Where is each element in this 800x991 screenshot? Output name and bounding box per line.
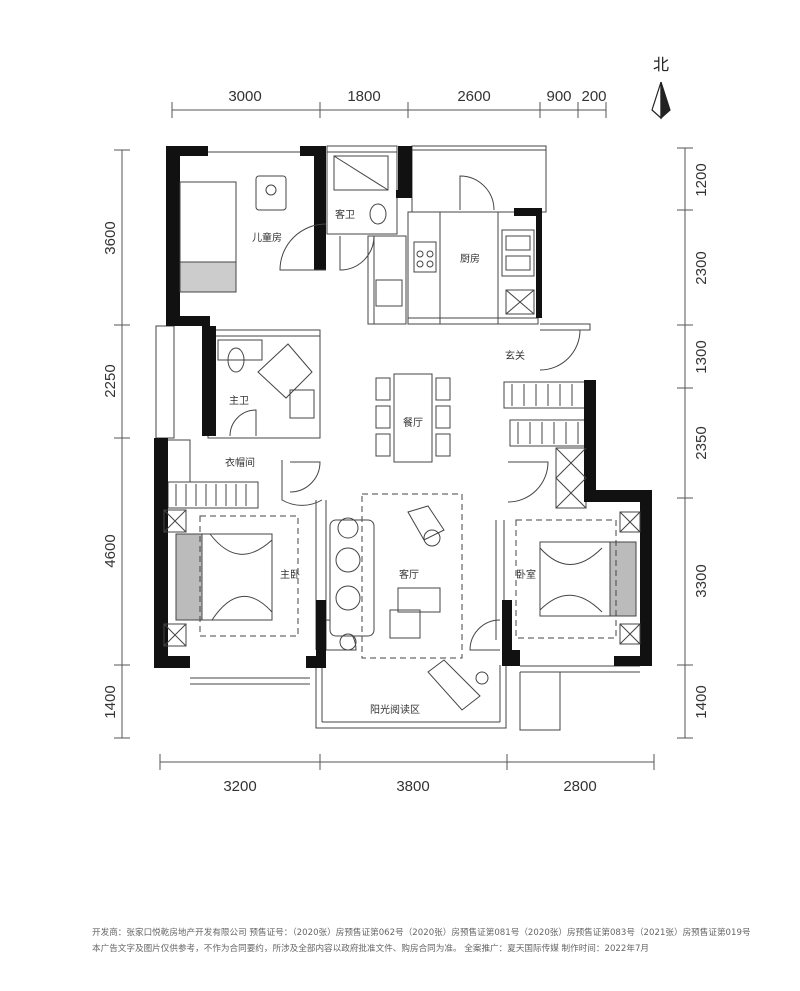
sofa [329, 493, 463, 659]
north-label: 北 [653, 55, 669, 74]
dim-right-2: 2300 [693, 251, 710, 284]
room-label-master-bedroom: 主卧 [280, 568, 300, 581]
doors [229, 175, 581, 651]
dim-right-3: 1300 [693, 340, 710, 373]
dim-left-3: 4600 [102, 534, 119, 567]
bedroom-bed [515, 511, 641, 645]
room-label-entrance: 玄关 [505, 349, 525, 362]
dim-left-1: 3600 [102, 221, 119, 254]
room-label-walk-in-closet: 衣帽间 [225, 456, 255, 469]
dim-top-4: 900 [546, 88, 571, 105]
dim-bottom-2: 3800 [396, 778, 429, 795]
dim-left-2: 2250 [102, 364, 119, 397]
north-arrow: 北 [651, 55, 671, 120]
reading-chair [427, 659, 489, 711]
dim-top-5: 200 [581, 88, 606, 105]
footer-disclaimer-line: 本广告文字及图片仅供参考，不作为合同要约，所涉及全部内容以政府批准文件、购房合同… [92, 944, 650, 954]
dim-top-3: 2600 [457, 88, 490, 105]
furniture [163, 155, 641, 711]
kids-bed [179, 175, 287, 293]
bath-fixtures [217, 155, 403, 419]
room-label-kitchen: 厨房 [460, 252, 480, 265]
dim-right-1: 1200 [693, 163, 710, 196]
master-bed [163, 509, 299, 647]
kitchen-fixtures [413, 229, 535, 315]
disclaimer-footer: 开发商：张家口悦乾房地产开发有限公司 预售证号：（2020张）房预售证第062号… [92, 925, 792, 957]
dimension-lines [114, 102, 693, 770]
dim-right-4: 2350 [693, 426, 710, 459]
dimension-labels: 3000 1800 2600 900 200 3200 3800 2800 36… [102, 88, 710, 795]
room-label-guest-bath: 客卫 [335, 208, 355, 221]
room-label-master-bath: 主卫 [229, 395, 249, 407]
dim-right-5: 3300 [693, 564, 710, 597]
room-label-kids-room: 儿童房 [252, 231, 282, 244]
dim-left-4: 1400 [102, 685, 119, 718]
room-label-dining: 餐厅 [403, 416, 423, 429]
dim-top-2: 1800 [347, 88, 380, 105]
room-labels: 儿童房 客卫 厨房 玄关 主卫 餐厅 衣帽间 主卧 客厅 卧室 阳光阅读区 [225, 208, 536, 716]
room-label-bedroom: 卧室 [516, 568, 536, 581]
north-arrow-icon [651, 81, 671, 120]
dim-top-1: 3000 [228, 88, 261, 105]
structural-walls [154, 146, 652, 668]
footer-developer-line: 开发商：张家口悦乾房地产开发有限公司 预售证号：（2020张）房预售证第062号… [92, 928, 751, 938]
dining-table [375, 373, 451, 463]
dim-right-6: 1400 [693, 685, 710, 718]
room-label-living: 客厅 [399, 568, 419, 581]
closet-hangers [175, 384, 587, 509]
room-label-reading-area: 阳光阅读区 [370, 703, 420, 716]
dim-bottom-3: 2800 [563, 778, 596, 795]
dim-bottom-1: 3200 [223, 778, 256, 795]
